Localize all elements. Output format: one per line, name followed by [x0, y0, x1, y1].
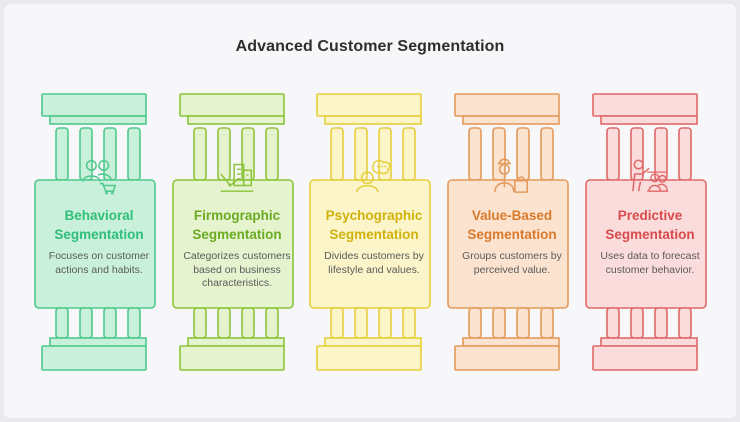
pillar-label: Value-Based Segmentation — [467, 208, 557, 242]
diagram-title: Advanced Customer Segmentation — [235, 38, 505, 55]
pillar-label: Behavioral Segmentation — [54, 208, 144, 242]
pillar-description: Focuses on customer actions and habits. — [48, 250, 150, 276]
pillar-label: Firmographic Segmentation — [192, 208, 282, 242]
pillar-1: Behavioral Segmentation Focuses on custo… — [34, 0, 164, 422]
pillar-label: Predictive Segmentation — [605, 208, 695, 242]
pillar-shape — [309, 93, 431, 371]
pillar-description: Categorizes customers based on business … — [183, 250, 291, 289]
pillar-shape — [585, 93, 707, 371]
pillar-description: Groups customers by perceived value. — [462, 250, 562, 276]
pillar-shape — [447, 93, 569, 371]
pillar-label: Psychographic Segmentation — [325, 208, 423, 242]
person-bag-icon — [492, 155, 532, 195]
pillar-description: Divides customers by lifestyle and value… — [324, 250, 424, 276]
pillar-5: Predictive Segmentation Uses data to for… — [585, 0, 715, 422]
person-thought-icon — [354, 155, 394, 195]
pillar-shape — [34, 93, 156, 371]
pillar-2: Firmographic Segmentation Categorizes cu… — [172, 0, 302, 422]
presenter-chart-icon — [630, 155, 670, 195]
pillar-shape — [172, 93, 294, 371]
pillar-description: Uses data to forecast customer behavior. — [600, 250, 700, 276]
pillar-3: Psychographic Segmentation Divides custo… — [309, 0, 439, 422]
buildings-arrow-icon — [217, 155, 257, 195]
people-cart-icon — [79, 155, 119, 195]
pillar-4: Value-Based Segmentation Groups customer… — [447, 0, 577, 422]
